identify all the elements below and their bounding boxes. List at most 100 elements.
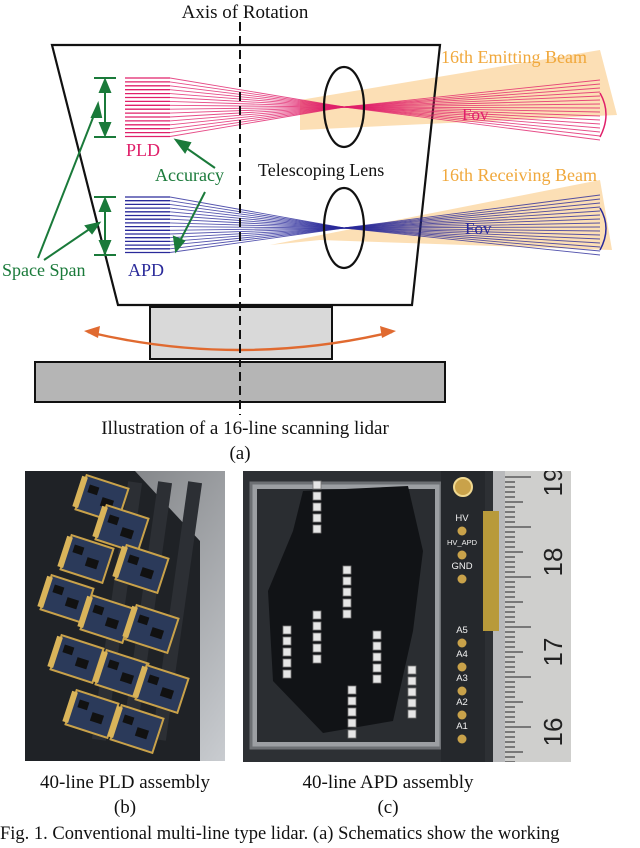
apd-chip xyxy=(312,610,322,620)
axis-label: Axis of Rotation xyxy=(182,2,309,23)
ruler-label: 17 xyxy=(538,638,568,667)
pin-pad xyxy=(457,550,467,560)
pld-board xyxy=(107,703,165,755)
mounting-hole xyxy=(453,477,473,497)
pld-board xyxy=(92,503,150,555)
apd-chip xyxy=(282,625,292,635)
accuracy-label: Accuracy xyxy=(155,165,224,185)
recv-beam-label: 16th Receiving Beam xyxy=(441,165,597,185)
pld-assembly-photo xyxy=(25,471,225,761)
pin-pad xyxy=(457,638,467,648)
emit-fov-label: Fov xyxy=(462,105,489,124)
apd-chip xyxy=(342,587,352,597)
emit-fov-arc xyxy=(599,92,607,138)
apd-chip xyxy=(342,598,352,608)
ruler-label: 16 xyxy=(538,718,568,747)
apd-chip xyxy=(372,652,382,662)
apd-chip xyxy=(342,576,352,586)
lens-label: Telescoping Lens xyxy=(258,160,384,180)
apd-chip xyxy=(407,687,417,697)
apd-chip xyxy=(372,663,382,673)
figure-caption: Fig. 1. Conventional multi-line type lid… xyxy=(0,824,560,844)
apd-chip xyxy=(282,658,292,668)
apd-chip xyxy=(282,669,292,679)
apd-chip xyxy=(407,676,417,686)
ruler-label: 18 xyxy=(538,548,568,577)
pld-board xyxy=(112,543,170,595)
lidar-diagram: Axis of Rotation 16th Emitting Beam 16th… xyxy=(2,2,617,464)
space-span-dimension-top xyxy=(94,77,116,138)
emitting-lens xyxy=(322,65,366,149)
apd-photo-sublabel: (c) xyxy=(377,797,399,818)
recv-fov-arc xyxy=(599,207,607,251)
pin-label: A2 xyxy=(456,697,468,708)
apd-chip xyxy=(312,480,322,490)
receiving-beam-cone xyxy=(270,180,612,250)
apd-chip xyxy=(347,696,357,706)
diagram-sublabel: (a) xyxy=(229,443,250,464)
apd-chip xyxy=(347,718,357,728)
pld-photo-caption: 40-line PLD assembly xyxy=(40,772,210,793)
apd-chip xyxy=(347,729,357,739)
rotation-arrowhead-right xyxy=(380,326,396,338)
pin-label: A1 xyxy=(456,721,468,732)
apd-chip xyxy=(372,674,382,684)
pld-board xyxy=(62,688,120,740)
recv-fov-label: Fov xyxy=(465,219,492,238)
pin-label: HV_APD xyxy=(447,538,478,547)
apd-beam-ray xyxy=(169,227,601,256)
pld-board xyxy=(92,648,150,700)
pin-pad xyxy=(457,710,467,720)
apd-chip xyxy=(342,609,352,619)
apd-chip xyxy=(312,524,322,534)
apd-chip xyxy=(342,565,352,575)
apd-label: APD xyxy=(128,260,164,280)
pld-board-drawing xyxy=(25,471,225,761)
pin-label: A4 xyxy=(456,649,468,660)
apd-receiver-array xyxy=(125,194,601,256)
pld-beam-ray xyxy=(169,106,601,141)
apd-chip xyxy=(312,513,322,523)
pin-pad xyxy=(457,734,467,744)
pin-label: A5 xyxy=(456,625,468,636)
apd-chip xyxy=(312,632,322,642)
apd-chip xyxy=(407,698,417,708)
diagram-caption: Illustration of a 16-line scanning lidar xyxy=(101,418,389,439)
apd-chip xyxy=(312,643,322,653)
pld-board xyxy=(122,603,180,655)
pld-photo-sublabel: (b) xyxy=(113,797,137,818)
ruler-label: 19 xyxy=(538,471,568,496)
apd-chip xyxy=(347,707,357,717)
pin-label: A3 xyxy=(456,673,468,684)
pld-emitter-array xyxy=(125,77,601,141)
pld-board xyxy=(57,533,115,585)
pld-board xyxy=(132,663,190,715)
apd-chip xyxy=(372,630,382,640)
base-plate xyxy=(34,361,446,403)
receiving-lens xyxy=(322,186,366,270)
space-span-label: Space Span xyxy=(2,260,85,280)
pin-label: GND xyxy=(451,561,472,572)
pin-pad xyxy=(457,686,467,696)
apd-chip xyxy=(347,685,357,695)
emit-beam-label: 16th Emitting Beam xyxy=(441,47,587,67)
accuracy-pointers xyxy=(172,138,216,254)
apd-chip xyxy=(312,654,322,664)
space-span-pointers xyxy=(37,100,103,261)
pin-label: HV xyxy=(455,513,469,524)
apd-chip xyxy=(407,709,417,719)
apd-chip xyxy=(372,641,382,651)
pin-pad xyxy=(457,662,467,672)
apd-chip xyxy=(282,636,292,646)
rotation-arrowhead-left xyxy=(84,326,100,338)
lidar-housing xyxy=(50,43,442,307)
apd-chip xyxy=(312,621,322,631)
apd-photo-caption: 40-line APD assembly xyxy=(302,772,474,793)
pin-pad xyxy=(457,574,467,584)
apd-chip xyxy=(282,647,292,657)
pld-label: PLD xyxy=(126,140,160,160)
pin-pad xyxy=(457,526,467,536)
apd-chip xyxy=(312,502,322,512)
